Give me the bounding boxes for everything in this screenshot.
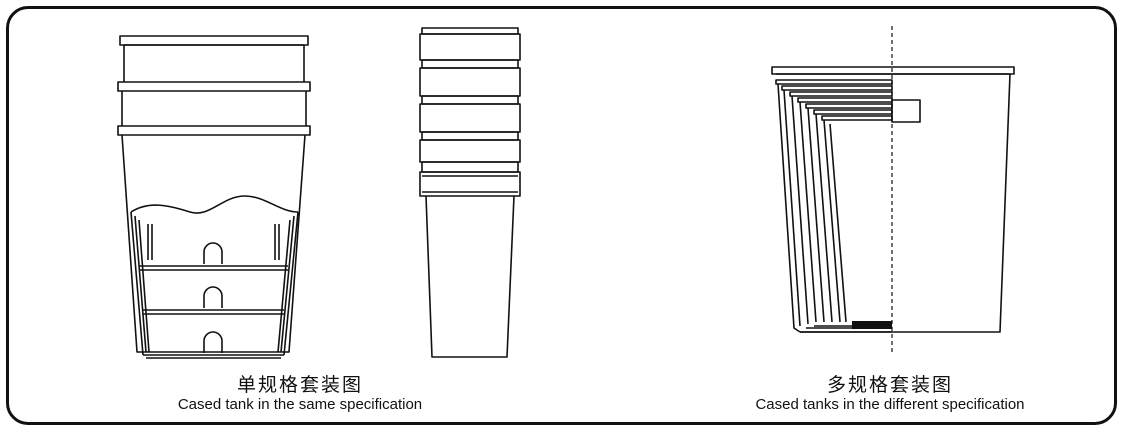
caption-multi-spec-zh: 多规格套装图	[826, 374, 953, 396]
caption-multi-spec-en: Cased tanks in the different specificati…	[755, 396, 1025, 413]
caption-single-spec-en: Cased tank in the same specification	[177, 396, 423, 413]
stacked-tanks-same-spec	[117, 35, 311, 359]
nested-tanks-different-spec	[771, 26, 1015, 352]
caption-multi-spec: 多规格套装图 Cased tanks in the different spec…	[700, 374, 1080, 413]
caption-single-spec-zh: 单规格套装图	[236, 374, 363, 396]
tank-side-view	[419, 27, 521, 358]
caption-single-spec: 单规格套装图 Cased tank in the same specificat…	[120, 374, 480, 413]
figure-frame	[6, 6, 1117, 425]
